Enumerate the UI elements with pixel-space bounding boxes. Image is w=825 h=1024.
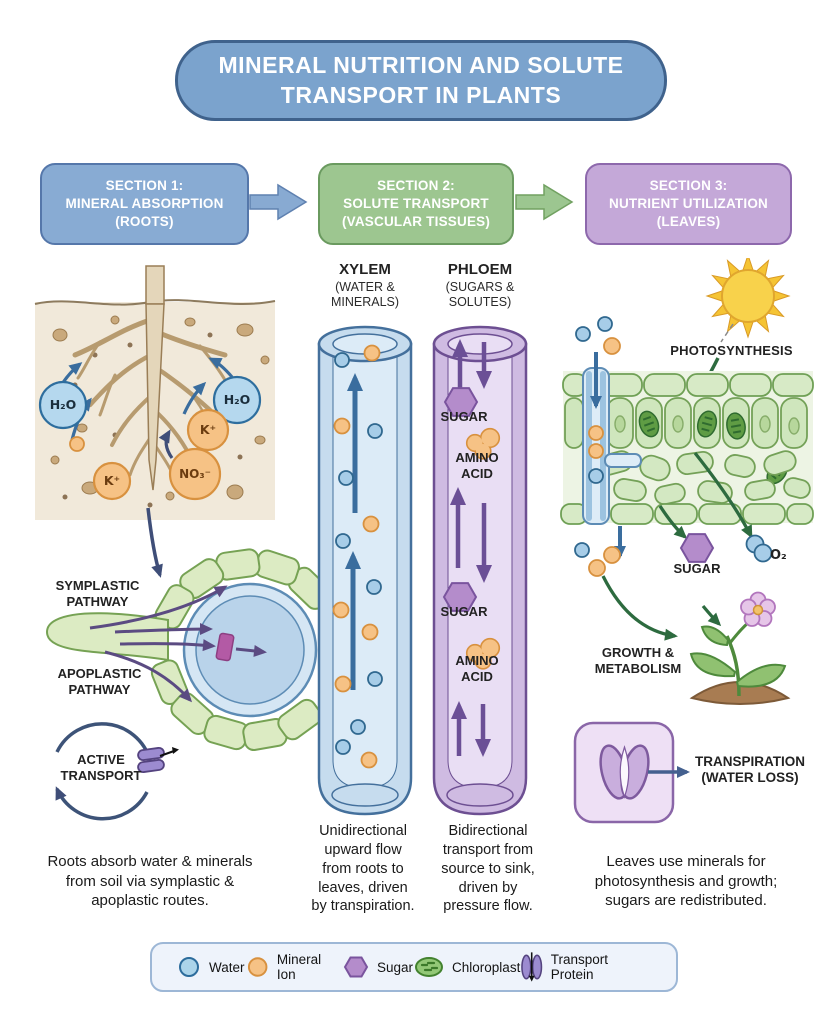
phloem-tube	[432, 325, 528, 816]
legend-label: Mineral Ion	[276, 952, 322, 982]
outgoing-solutes	[574, 526, 626, 577]
active-transport-cycle	[55, 722, 179, 821]
sugar-label-top: SUGAR	[440, 409, 488, 424]
sun-icon	[705, 258, 791, 339]
cell-nuclei	[614, 415, 800, 435]
xylem-mineral-dots	[332, 344, 381, 769]
h2o-label-left: H₂O	[49, 397, 77, 412]
leaf-tissue	[560, 367, 814, 525]
amino-acid-label-bottom: AMINO ACID	[455, 653, 499, 684]
k-label-upper: K⁺	[199, 422, 217, 437]
roots-caption: Roots absorb water & minerals from soil …	[47, 853, 253, 909]
section-3-header: SECTION 3: NUTRIENT UTILIZATION (LEAVES)	[585, 163, 792, 245]
legend-label: Sugar	[377, 959, 414, 975]
o2-label: O₂	[770, 548, 787, 563]
phloem-subtitle: (SUGARS & SOLUTES)	[445, 280, 515, 309]
chloroplasts	[638, 410, 788, 485]
flow-arrow-2	[515, 183, 574, 221]
product-arrows	[601, 451, 753, 641]
transport-protein-icon	[137, 746, 179, 774]
epidermis-bottom	[560, 503, 814, 525]
xylem-water-dots	[334, 352, 383, 755]
k-label-lower: K⁺	[103, 473, 121, 488]
transport-protein-icon	[521, 952, 543, 982]
amino-acid-label-top: AMINO ACID	[455, 450, 499, 481]
growth-metabolism-label: GROWTH & METABOLISM	[594, 645, 682, 676]
epidermis-top	[562, 373, 814, 397]
xylem-subtitle: (WATER & MINERALS)	[330, 280, 400, 309]
legend-item-sugar: Sugar	[342, 953, 413, 981]
active-transport-label: ACTIVE TRANSPORT	[60, 752, 142, 783]
xylem-tube	[317, 325, 413, 816]
legend-label: Chloroplast	[452, 959, 521, 975]
root-hair-cross-section	[46, 548, 320, 752]
tap-root	[145, 303, 165, 491]
sugar-label-bottom: SUGAR	[440, 604, 488, 619]
leaves-illustration	[560, 258, 814, 824]
no3-uptake-arrow	[158, 429, 174, 459]
apoplastic-pathway-label: APOPLASTIC PATHWAY	[57, 666, 142, 697]
section-2-header: SECTION 2: SOLUTE TRANSPORT (VASCULAR TI…	[318, 163, 514, 245]
legend-item-water: Water	[176, 953, 245, 981]
xylem-caption: Unidirectional upward flow from roots to…	[311, 823, 415, 915]
legend-item-mineral-ion: Mineral Ion	[245, 952, 342, 982]
roots-illustration	[34, 265, 320, 821]
o2-molecule	[745, 534, 773, 563]
sugar-icon	[343, 956, 369, 978]
chloroplast-icon	[415, 957, 444, 977]
legend-label: Transport Protein	[550, 952, 609, 982]
mineral-ion-icon	[247, 957, 267, 977]
legend-item-transport-protein: Transport Protein	[520, 950, 652, 984]
phloem-amino-acids	[465, 427, 501, 670]
section-1-header: SECTION 1: MINERAL ABSORPTION (ROOTS)	[40, 163, 249, 245]
vein-solutes	[588, 425, 604, 484]
cortex-cells	[150, 548, 320, 752]
legend: Water Mineral Ion Sugar Chloroplast Tran	[150, 942, 678, 992]
xylem-flow-arrows	[345, 373, 363, 690]
phloem-sugar-hexagons	[442, 387, 479, 612]
leaf-sugar-label: SUGAR	[673, 561, 721, 576]
phloem-caption: Bidirectional transport from source to s…	[441, 823, 535, 915]
into-stele-arrow	[235, 644, 267, 657]
flower	[740, 591, 776, 627]
root-system	[72, 265, 228, 491]
stoma-diagram	[573, 721, 690, 824]
soil-ion-symbols	[38, 375, 262, 501]
incoming-solutes	[575, 316, 621, 409]
sun-pointer-line	[720, 323, 734, 343]
soil-to-roothair-arrow	[146, 507, 163, 578]
flow-arrow-1	[249, 183, 308, 221]
page-title: MINERAL NUTRITION AND SOLUTE TRANSPORT I…	[175, 40, 667, 121]
transpiration-label: TRANSPIRATION (WATER LOSS)	[695, 754, 805, 786]
no3-label: NO₃⁻	[179, 467, 211, 481]
spongy-cells	[597, 450, 811, 506]
xylem-title: XYLEM	[339, 261, 391, 278]
water-icon	[179, 957, 199, 977]
sugar-hexagon	[679, 533, 715, 563]
pathway-arrows	[89, 585, 228, 703]
photosynthesis-label: PHOTOSYNTHESIS	[670, 343, 793, 358]
membrane-transporter	[215, 632, 235, 662]
h2o-label-right: H₂O	[223, 392, 251, 407]
legend-item-chloroplast: Chloroplast	[413, 953, 520, 981]
legend-label: Water	[209, 959, 245, 975]
symplastic-pathway-label: SYMPLASTIC PATHWAY	[55, 578, 140, 609]
phloem-flow-arrows	[450, 339, 492, 757]
leaves-caption: Leaves use minerals for photosynthesis a…	[594, 853, 778, 909]
seedling-plant	[689, 591, 791, 705]
phloem-title: PHLOEM	[447, 261, 513, 278]
